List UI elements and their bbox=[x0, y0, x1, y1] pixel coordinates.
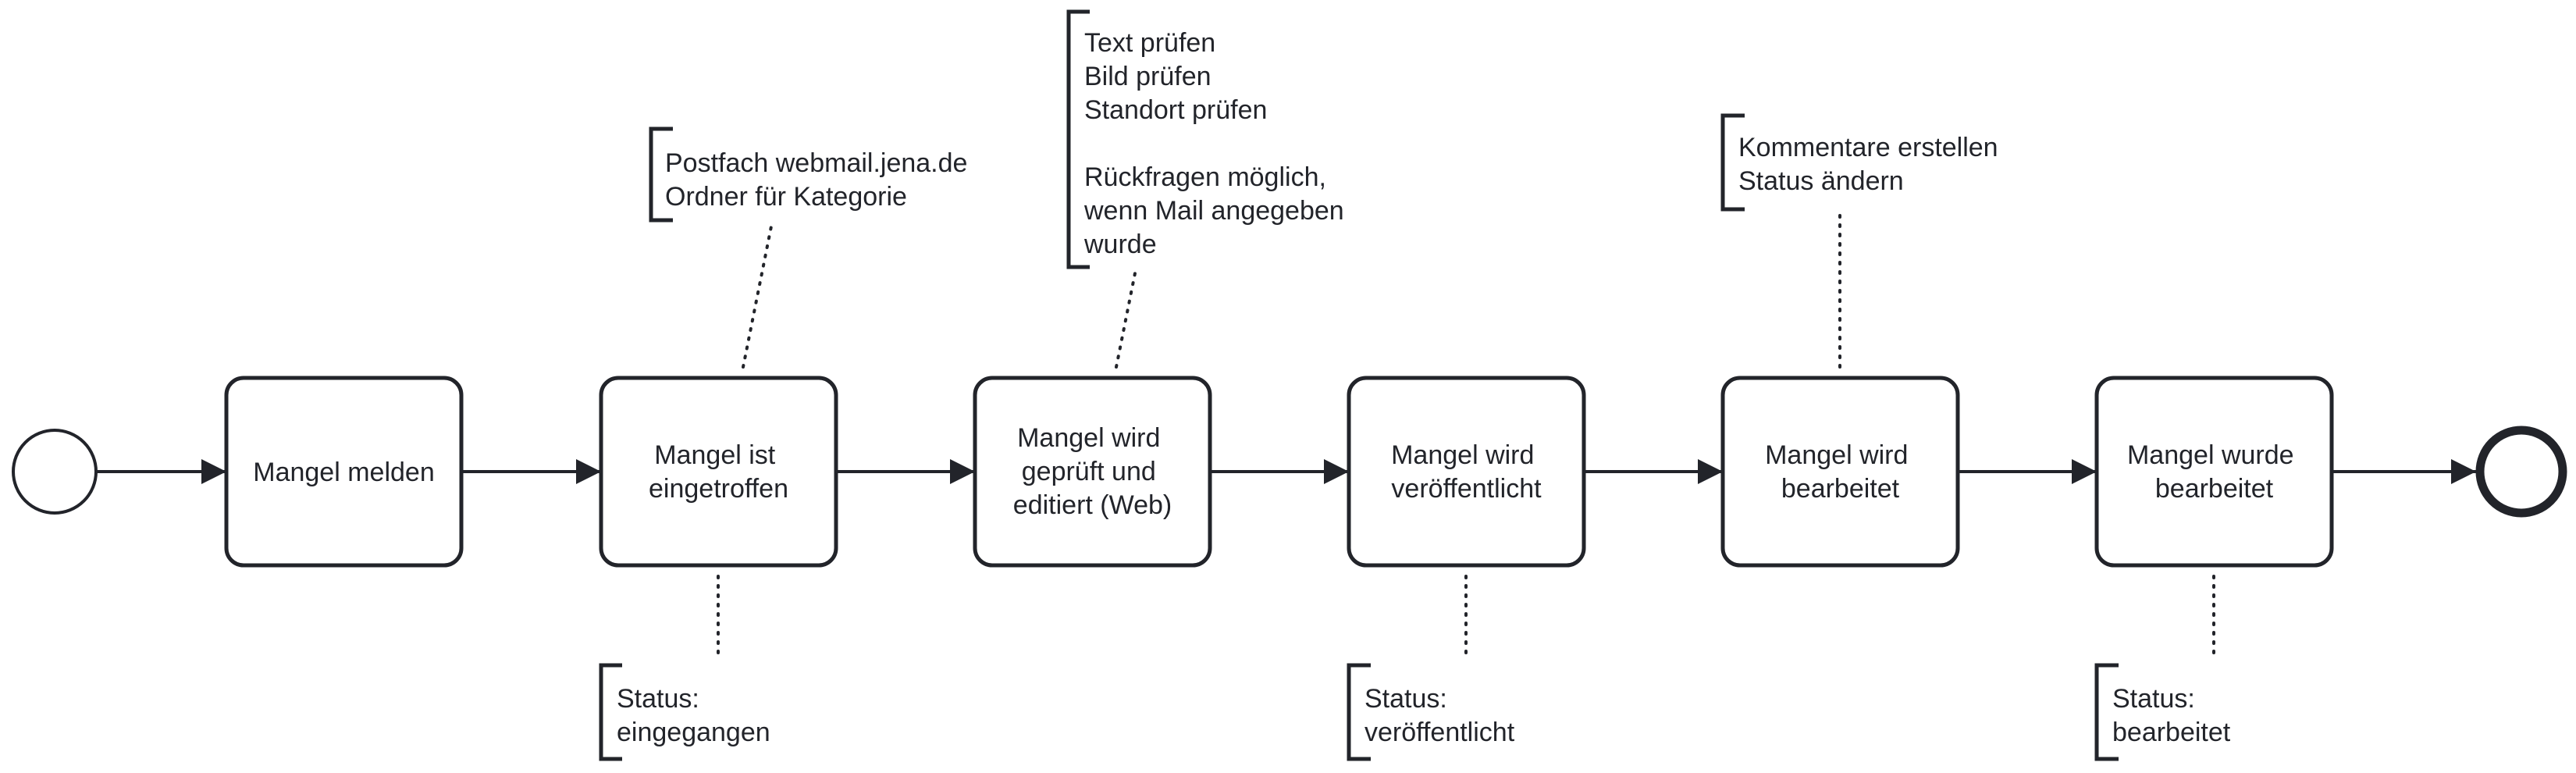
end-event[interactable] bbox=[2475, 426, 2567, 518]
arrowhead bbox=[1698, 459, 1723, 484]
annotation-line: bearbeitet bbox=[2112, 718, 2231, 747]
annotation-line: Bild prüfen bbox=[1084, 62, 1212, 91]
start-event[interactable] bbox=[12, 429, 98, 515]
task-label-line: bearbeitet bbox=[1781, 474, 1900, 504]
task-mangel-wurde-bearbeitet[interactable]: Mangel wurde bearbeitet bbox=[2094, 376, 2334, 568]
svg-text:Mangel wird bearbeitet: Mangel wird bearbeitet bbox=[1765, 440, 1916, 504]
svg-text:Mangel wird veröffentlic: Mangel wird veröffentlicht bbox=[1391, 440, 1542, 504]
associations bbox=[717, 213, 2215, 661]
task-box[interactable] bbox=[1720, 376, 1960, 568]
svg-text:Mangel ist eingetroffen: Mangel ist eingetroffen bbox=[649, 440, 788, 504]
annotation-bracket bbox=[2094, 663, 2119, 761]
task-mangel-wird-bearbeitet[interactable]: Mangel wird bearbeitet bbox=[1720, 376, 1960, 568]
annotation-pruefen[interactable]: Text prüfen Bild prüfen Standort prüfen … bbox=[1066, 9, 1351, 269]
annotation-status-bearbeitet[interactable]: Status: bearbeitet bbox=[2094, 663, 2231, 761]
arrowhead bbox=[950, 459, 975, 484]
annotation-bracket bbox=[1347, 663, 1371, 761]
task-label-line: bearbeitet bbox=[2155, 474, 2274, 504]
task-box[interactable] bbox=[224, 376, 464, 568]
association[interactable] bbox=[742, 225, 773, 369]
annotation-line: Status: bbox=[1364, 684, 1447, 714]
task-label-line: Mangel melden bbox=[253, 458, 434, 487]
annotation-line: wurde bbox=[1083, 230, 1157, 259]
annotation-bracket bbox=[649, 126, 673, 223]
annotation-line: wenn Mail angegeben bbox=[1083, 196, 1344, 226]
task-mangel-wird-geprueft[interactable]: Mangel wird geprüft und editiert (Web) bbox=[973, 376, 1212, 568]
annotation-line: Ordner für Kategorie bbox=[665, 182, 907, 212]
svg-text:Kommentare erstellen Sta: Kommentare erstellen Status ändern bbox=[1738, 133, 2005, 196]
task-box[interactable] bbox=[2094, 376, 2334, 568]
svg-text:Postfach webmail.jena.de: Postfach webmail.jena.de Ordner für Kate… bbox=[665, 148, 975, 212]
task-label-line: Mangel wird bbox=[1017, 423, 1160, 453]
annotation-bracket bbox=[599, 663, 622, 761]
annotation-status-veroeffentlicht[interactable]: Status: veröffentlicht bbox=[1347, 663, 1515, 761]
arrowhead bbox=[576, 459, 601, 484]
annotation-line: Standort prüfen bbox=[1084, 95, 1267, 125]
annotation-status-eingegangen[interactable]: Status: eingegangen bbox=[599, 663, 770, 761]
task-mangel-wird-veroeffentlicht[interactable]: Mangel wird veröffentlicht bbox=[1347, 376, 1586, 568]
task-box[interactable] bbox=[599, 376, 838, 568]
task-mangel-melden[interactable]: Mangel melden bbox=[224, 376, 464, 568]
annotation-line: Postfach webmail.jena.de bbox=[665, 148, 967, 178]
svg-text:Mangel wird geprüft und: Mangel wird geprüft und editiert (Web) bbox=[1013, 423, 1172, 520]
annotation-line: Kommentare erstellen bbox=[1738, 133, 1998, 162]
task-box[interactable] bbox=[973, 376, 1212, 568]
annotation-line: Status ändern bbox=[1738, 166, 1904, 196]
arrowhead bbox=[2451, 459, 2476, 484]
task-label-line: Mangel ist bbox=[654, 440, 776, 470]
annotation-bracket bbox=[1066, 9, 1090, 269]
annotation-kommentare[interactable]: Kommentare erstellen Status ändern bbox=[1720, 113, 2005, 212]
task-label-line: geprüft und bbox=[1022, 457, 1156, 486]
task-label-line: Mangel wird bbox=[1765, 440, 1908, 470]
annotation-line: Status: bbox=[617, 684, 699, 714]
annotation-postfach[interactable]: Postfach webmail.jena.de Ordner für Kate… bbox=[649, 126, 975, 223]
task-label-line: Mangel wird bbox=[1391, 440, 1534, 470]
association[interactable] bbox=[1115, 272, 1137, 369]
svg-text:Text prüfen Bild prüfen: Text prüfen Bild prüfen Standort prüfen … bbox=[1083, 28, 1351, 259]
annotation-line: Text prüfen bbox=[1084, 28, 1215, 58]
task-label-line: eingetroffen bbox=[649, 474, 788, 504]
task-box[interactable] bbox=[1347, 376, 1586, 568]
task-label-line: Mangel wurde bbox=[2127, 440, 2294, 470]
annotation-line: eingegangen bbox=[617, 718, 770, 747]
task-mangel-ist-eingetroffen[interactable]: Mangel ist eingetroffen bbox=[599, 376, 838, 568]
arrowhead bbox=[201, 459, 226, 484]
annotation-bracket bbox=[1720, 113, 1745, 212]
svg-text:Mangel melden: Mangel melden bbox=[253, 458, 434, 487]
annotation-line: veröffentlicht bbox=[1364, 718, 1515, 747]
svg-text:Mangel wurde bearbeitet: Mangel wurde bearbeitet bbox=[2127, 440, 2301, 504]
sequence-flow-arrowheads bbox=[201, 459, 2476, 484]
arrowhead bbox=[1324, 459, 1349, 484]
svg-text:Status: veröffentlicht: Status: veröffentlicht bbox=[1364, 684, 1515, 747]
svg-text:Status: eingegangen: Status: eingegangen bbox=[617, 684, 770, 747]
annotation-line: Rückfragen möglich, bbox=[1084, 162, 1326, 192]
arrowhead bbox=[2072, 459, 2097, 484]
task-label-line: editiert (Web) bbox=[1013, 490, 1172, 520]
svg-text:Status: bearbeitet: Status: bearbeitet bbox=[2112, 684, 2231, 747]
task-label-line: veröffentlicht bbox=[1391, 474, 1542, 504]
annotation-line: Status: bbox=[2112, 684, 2195, 714]
